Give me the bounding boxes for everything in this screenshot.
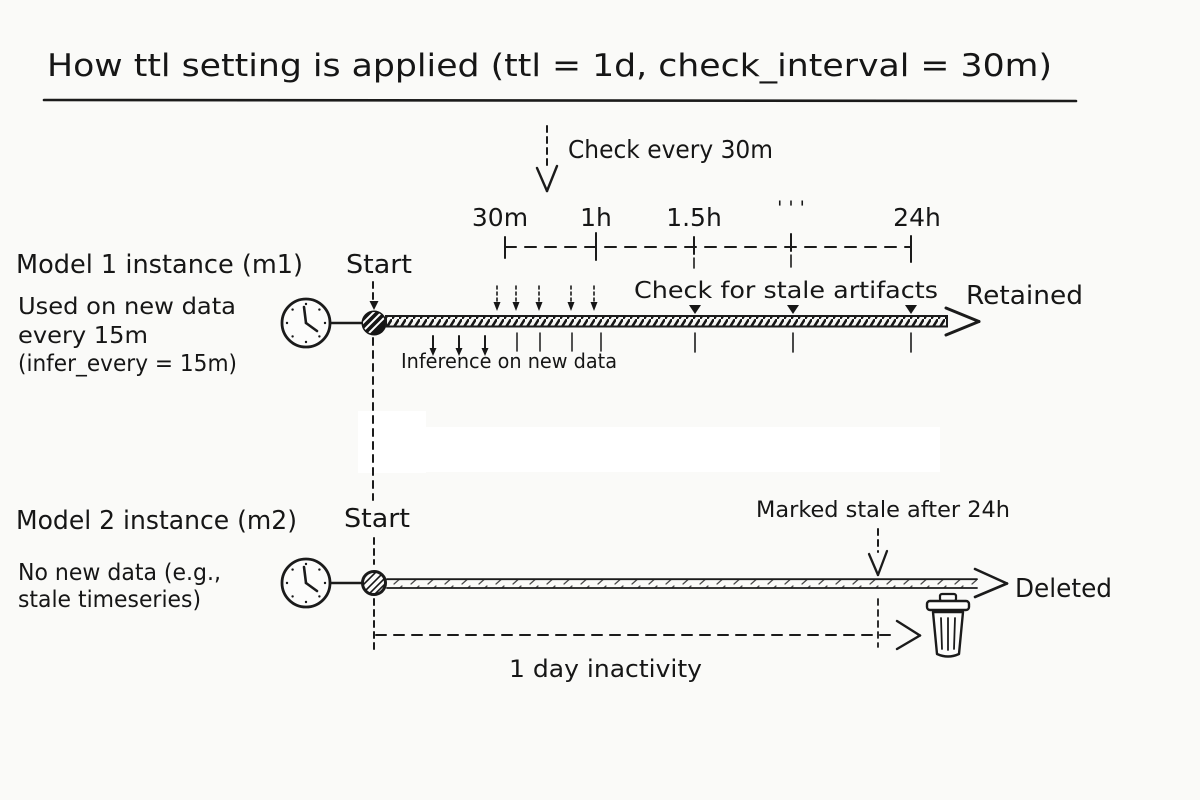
ruler-tick-label: 24h	[893, 203, 941, 232]
arrowhead-icon	[973, 567, 1009, 599]
arrowhead-icon	[944, 306, 981, 337]
model2-inactivity-label: 1 day inactivity	[509, 655, 702, 683]
model1-outcome-label: Retained	[966, 281, 1083, 311]
model2-outcome-label: Deleted	[1015, 574, 1112, 604]
model1-lane: Model 1 instance (m1) Used on new data e…	[16, 250, 1083, 501]
model1-check-label: Check for stale artifacts	[634, 278, 938, 304]
model1-heading: Model 1 instance (m1)	[16, 250, 303, 280]
down-arrow-icon	[535, 164, 559, 193]
model1-timeline	[385, 315, 948, 328]
inference-tick	[516, 332, 602, 352]
diagram-title: How ttl setting is applied (ttl = 1d, ch…	[47, 48, 1052, 84]
ruler-tick-label: ' ' '	[777, 197, 805, 219]
ruler-tick-label: 1.5h	[666, 203, 722, 232]
check-interval-callout: Check every 30m	[535, 125, 773, 193]
down-arrow-icon	[867, 549, 889, 577]
model2-stale-label: Marked stale after 24h	[756, 498, 1010, 523]
model1-start-node	[361, 310, 387, 336]
clock-icon	[280, 557, 332, 609]
down-arrow-icon	[369, 301, 379, 310]
check-arrow-icon	[493, 285, 598, 311]
erased-patch	[380, 427, 940, 472]
right-arrow-icon	[895, 619, 922, 651]
model2-description-line: No new data (e.g.,	[18, 560, 221, 586]
model1-start-label: Start	[346, 250, 412, 280]
model2-timeline	[387, 579, 977, 588]
ruler-tick-label: 30m	[472, 203, 528, 232]
model1-description-line: Used on new data	[18, 294, 236, 320]
model1-description-line: every 15m	[18, 323, 148, 349]
stale-check-marker	[689, 305, 917, 353]
model1-description-line: (infer_every = 15m)	[18, 351, 237, 377]
clock-icon	[280, 297, 332, 349]
inference-arrow-icon	[429, 335, 489, 356]
model1-inference-label: Inference on new data	[401, 349, 617, 373]
trash-icon	[925, 592, 971, 658]
model2-lane: Model 2 instance (m2) No new data (e.g.,…	[16, 498, 1112, 683]
model2-start-label: Start	[344, 504, 410, 534]
model2-heading: Model 2 instance (m2)	[16, 506, 297, 536]
ruler-tick-label: 1h	[580, 203, 612, 232]
title-underline	[42, 98, 1078, 103]
model2-start-node	[361, 570, 387, 596]
check-interval-label: Check every 30m	[568, 135, 773, 164]
model2-description-line: stale timeseries)	[18, 587, 201, 613]
check-schedule-ruler: 30m 1h 1.5h ' ' ' 24h	[472, 197, 941, 269]
